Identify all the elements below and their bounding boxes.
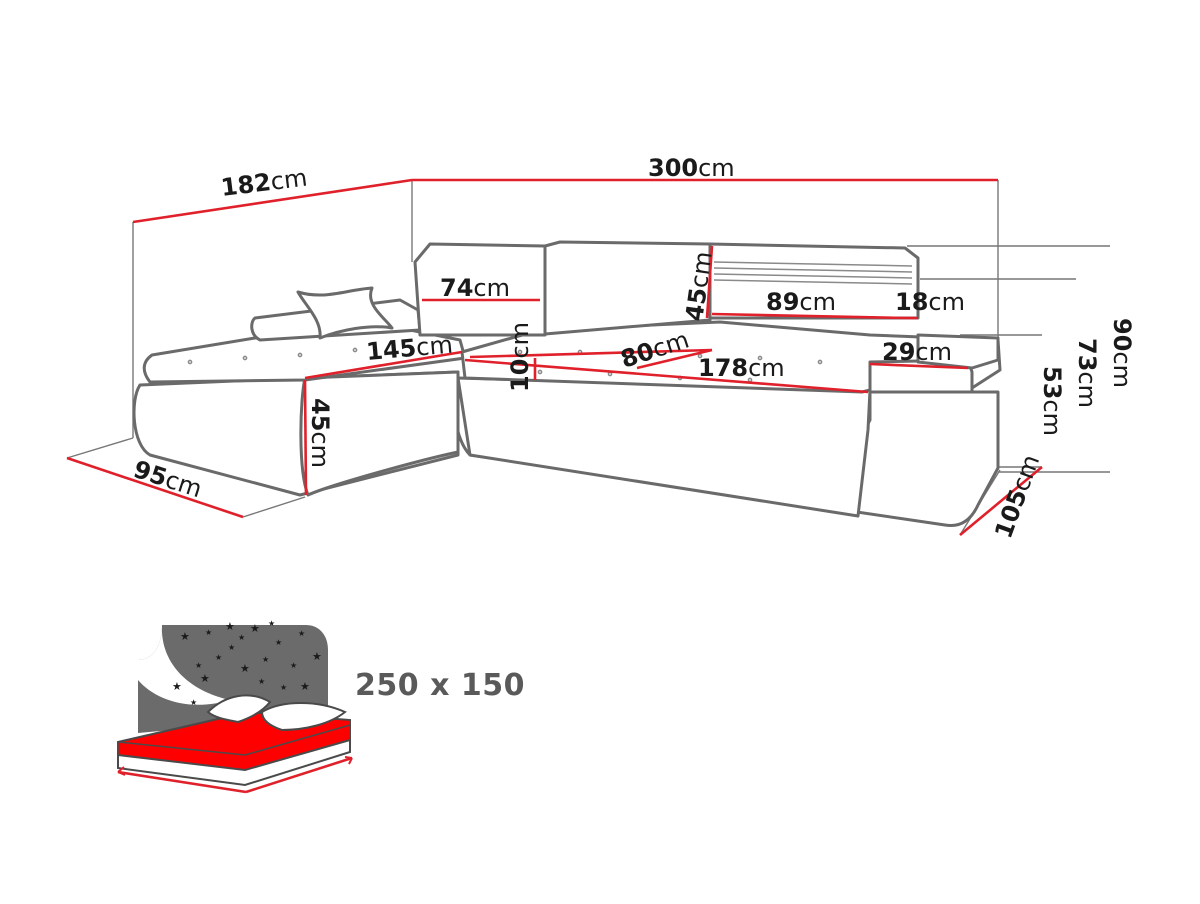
bed-night-icon: ★★★★★★★★★★★★★★★★★★★★★★ — [117, 619, 353, 794]
dim-label-chaise-length: 145cm — [365, 331, 454, 366]
dim-label-total-depth: 182cm — [219, 164, 308, 202]
sofa-illustration — [132, 240, 1002, 528]
star: ★ — [258, 677, 265, 686]
dim-line-chaise-width — [66, 456, 244, 519]
chaise-seat — [142, 328, 467, 384]
star: ★ — [200, 672, 210, 685]
star: ★ — [262, 655, 269, 664]
dim-label-total-width: 300cm — [648, 154, 735, 182]
dim-line-back-cushion-height — [705, 245, 714, 319]
star: ★ — [225, 620, 235, 633]
dim-label-back-cushion-width: 74cm — [440, 274, 510, 302]
dim-label-back-height: 73cm — [1073, 338, 1101, 408]
dim-label-max-height: 90cm — [1108, 318, 1136, 388]
dim-line-seat-depth-2 — [636, 348, 713, 370]
star: ★ — [290, 661, 297, 670]
dim-line-armrest-width — [869, 362, 969, 370]
star: ★ — [172, 680, 182, 693]
dim-label-armrest-height: 53cm — [1038, 366, 1066, 436]
star: ★ — [275, 638, 282, 647]
sofa-front-long — [456, 376, 872, 518]
bed-pillow-left — [206, 694, 272, 724]
sofa-chaise-front — [299, 370, 460, 497]
bed-pillow-right — [260, 702, 347, 732]
dim-line-total-depth — [132, 178, 413, 224]
dim-label-headrest-depth: 18cm — [895, 288, 965, 316]
bed-width-line — [117, 770, 247, 794]
star: ★ — [215, 653, 222, 662]
bed-length-line — [245, 756, 353, 794]
bed-frame — [117, 738, 351, 787]
dim-label-armrest-width: 29cm — [882, 338, 952, 366]
sleeping-area-label: 250 x 150 — [355, 668, 525, 703]
dim-label-back-cushion-height: 45cm — [680, 250, 717, 323]
star: ★ — [190, 698, 197, 707]
dim-label-seat-height: 45cm — [306, 398, 334, 468]
dim-line-seat-width — [464, 358, 869, 394]
dimension-lines — [66, 178, 1043, 537]
stars: ★★★★★★★★★★★★★★★★★★★★★★ — [172, 619, 322, 712]
star: ★ — [312, 650, 322, 663]
armrest-right-side — [916, 333, 1000, 370]
star: ★ — [300, 680, 310, 693]
crescent-moon — [138, 625, 230, 705]
star: ★ — [250, 622, 260, 635]
pillow — [296, 286, 394, 340]
dim-label-seat-width: 178cm — [698, 354, 785, 382]
dim-line-chaise-length — [304, 350, 463, 380]
star: ★ — [298, 629, 305, 638]
star: ★ — [238, 633, 245, 642]
star: ★ — [180, 630, 190, 643]
dim-label-headrest-width: 89cm — [766, 288, 836, 316]
dim-line-seat-height — [303, 379, 308, 496]
star: ★ — [195, 661, 202, 670]
dim-line-seat-depth — [469, 348, 713, 359]
star: ★ — [268, 619, 275, 628]
star: ★ — [280, 683, 287, 692]
dim-label-seat-thickness: 10cm — [506, 322, 534, 392]
star: ★ — [228, 643, 235, 652]
star: ★ — [205, 628, 212, 637]
dim-line-headrest-width — [711, 312, 906, 320]
dim-line-side-depth — [959, 465, 1043, 537]
guide-lines — [66, 180, 1110, 536]
star: ★ — [240, 662, 250, 675]
